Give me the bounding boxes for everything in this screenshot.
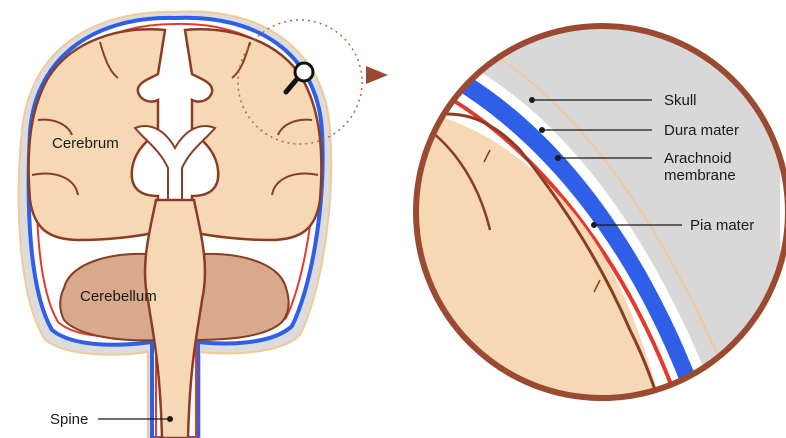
label-skull: Skull [664, 92, 697, 109]
head-cross-section: Cerebrum Cerebellum Spine [19, 11, 388, 438]
label-cerebellum: Cerebellum [80, 288, 157, 305]
label-dura-mater: Dura mater [664, 122, 739, 139]
spine-dot [167, 416, 173, 422]
label-arachnoid-line1: Arachnoid [664, 150, 732, 167]
arrow-right-icon [366, 66, 388, 84]
magnified-meninges: Skull Dura mater Arachnoid membrane Pia … [410, 20, 786, 420]
label-spine: Spine [50, 411, 88, 428]
label-arachnoid-line2: membrane [664, 167, 736, 184]
label-cerebrum: Cerebrum [52, 135, 119, 152]
label-pia-mater: Pia mater [690, 217, 754, 234]
